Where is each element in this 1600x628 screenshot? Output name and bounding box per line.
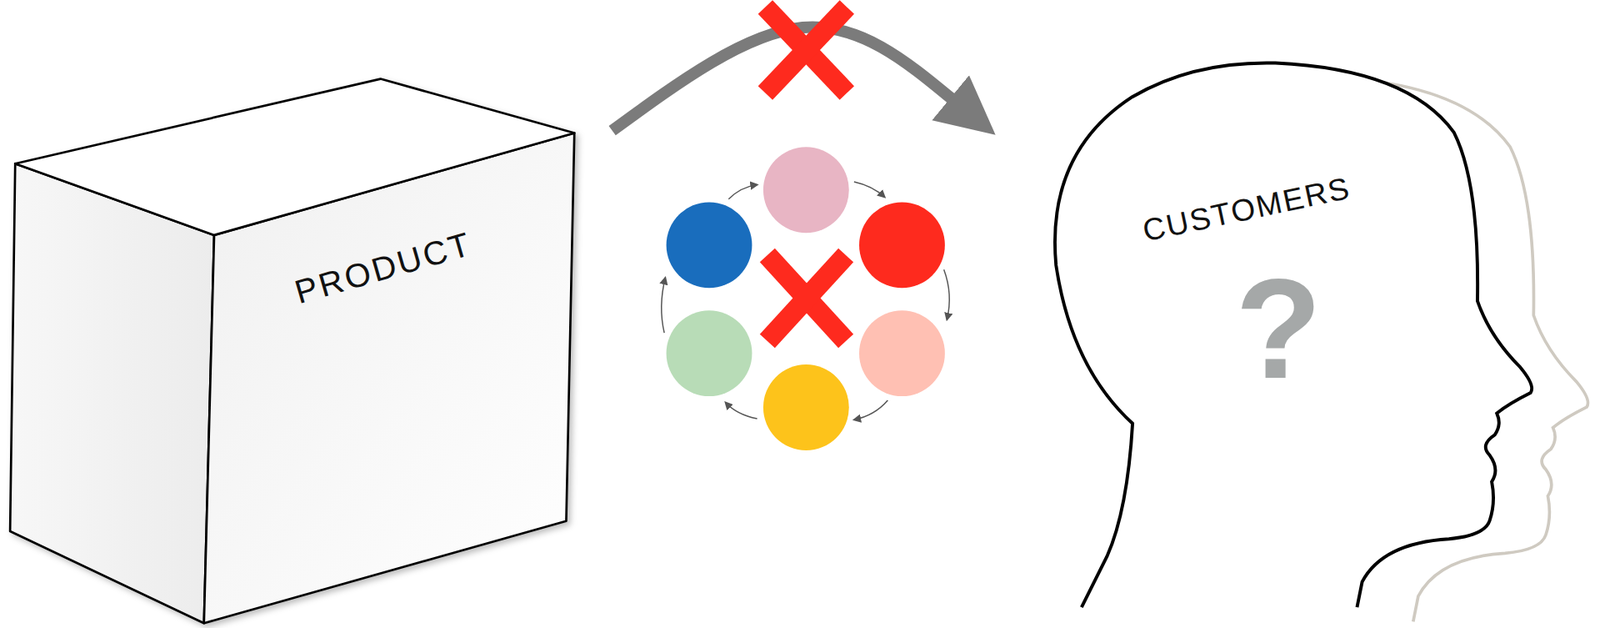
cross-mark — [767, 255, 846, 341]
cycle-arrow — [728, 185, 757, 200]
cycle-dots — [666, 146, 945, 450]
cycle-arrow — [661, 277, 666, 333]
cycle-arrow — [854, 400, 888, 420]
red-dot — [859, 201, 945, 288]
box-left-face — [10, 163, 215, 623]
green-dot — [666, 310, 753, 396]
salmon-dot — [859, 310, 945, 396]
pink-dot — [763, 146, 850, 233]
box-top-face — [15, 78, 575, 235]
head-outline — [1055, 63, 1532, 628]
yellow-dot — [763, 364, 850, 450]
customer-head-shape — [1045, 55, 1600, 628]
product-box: PRODUCT — [5, 71, 582, 628]
cross-mark — [765, 7, 847, 94]
question-mark: ? — [1235, 257, 1322, 400]
head-outline — [1055, 63, 1532, 608]
cycle-arrows — [661, 181, 950, 420]
cycle-arrow — [854, 181, 885, 197]
cycle-arrow — [944, 269, 950, 320]
blue-dot — [666, 201, 753, 288]
cycle-arrow — [725, 401, 758, 419]
product-box-shape — [5, 71, 582, 628]
customer-head: CUSTOMERS? — [1045, 55, 1600, 628]
